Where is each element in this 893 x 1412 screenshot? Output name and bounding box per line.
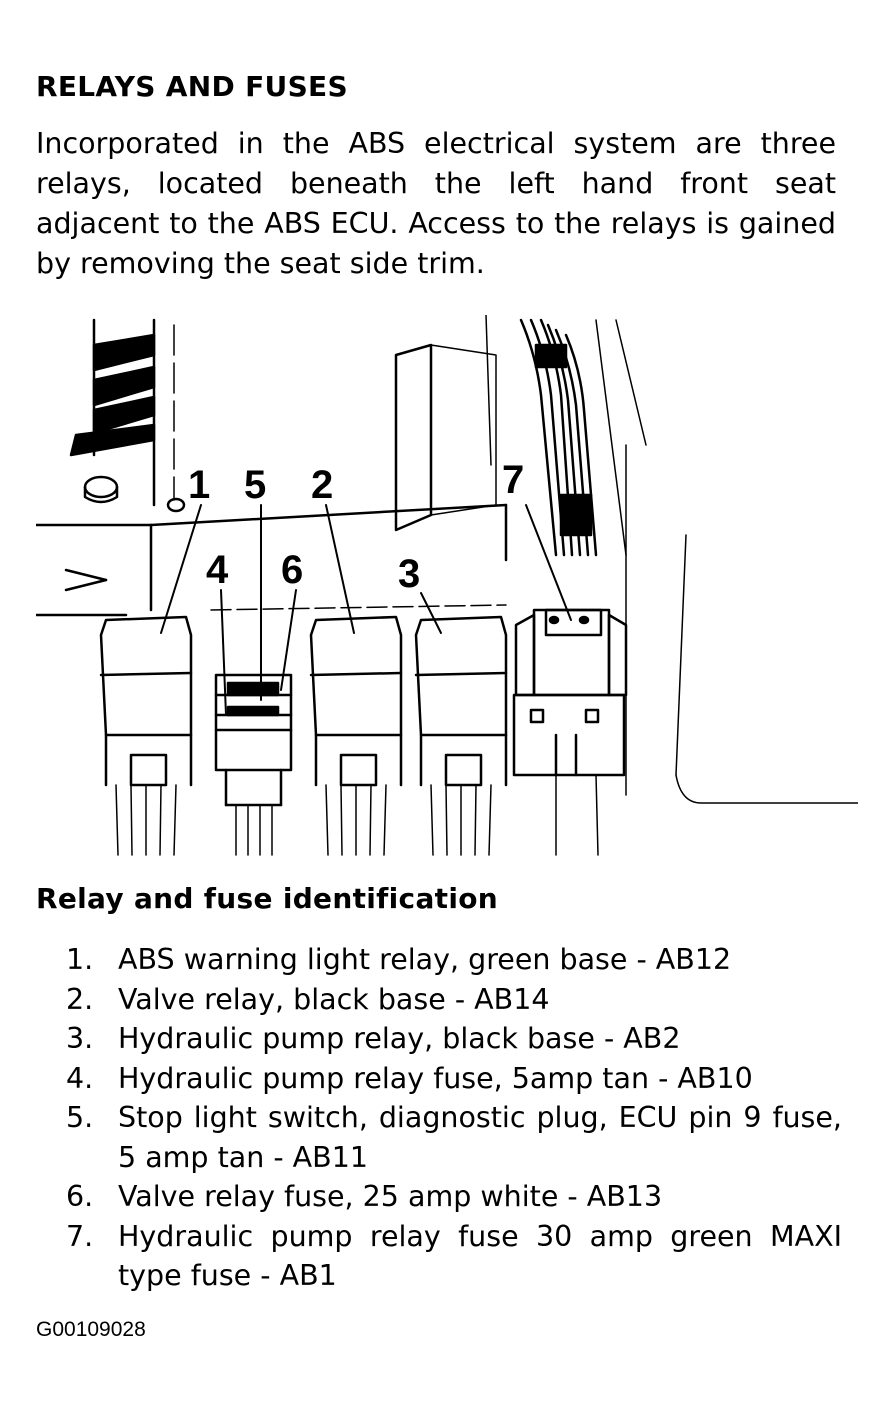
left-slatted-panel: [69, 318, 175, 507]
section-heading: RELAYS AND FUSES: [36, 70, 348, 103]
item-text: Hydraulic pump relay, black base - AB2: [118, 1022, 681, 1055]
relay-fuse-illustration: 1 5 2 7 4 6 3: [36, 315, 858, 860]
identification-heading: Relay and fuse identification: [36, 882, 498, 915]
relay-1: [99, 615, 193, 856]
list-item: 7. Hydraulic pump relay fuse 30 amp green…: [66, 1217, 842, 1296]
item-text: Stop light switch, diagnostic plug, ECU …: [118, 1101, 842, 1174]
item-number: 5.: [66, 1101, 94, 1134]
bolt-head: [83, 475, 119, 504]
figure-code: G00109028: [36, 1318, 146, 1341]
item-number: 7.: [66, 1219, 94, 1253]
relay-2: [309, 615, 403, 856]
callout-3: 3: [398, 552, 420, 596]
item-text: ABS warning light relay, green base - AB…: [118, 943, 732, 976]
relay-3: [414, 615, 508, 856]
callout-4: 4: [206, 548, 229, 592]
maxi-fuse-holder: [512, 608, 628, 856]
list-item: 2. Valve relay, black base - AB14: [66, 980, 842, 1020]
callout-leaders: [160, 504, 572, 716]
intro-paragraph: Incorporated in the ABS electrical syste…: [36, 127, 836, 280]
list-item: 5. Stop light switch, diagnostic plug, EC…: [66, 1098, 842, 1177]
list-item: 1. ABS warning light relay, green base - …: [66, 940, 842, 980]
fuse-block: [214, 673, 293, 856]
callout-6: 6: [281, 548, 303, 592]
callout-1: 1: [188, 463, 210, 507]
callout-7: 7: [502, 458, 524, 502]
list-item: 3. Hydraulic pump relay, black base - AB2: [66, 1019, 842, 1059]
item-number: 3.: [66, 1022, 94, 1055]
item-text: Hydraulic pump relay fuse, 5amp tan - AB…: [118, 1061, 753, 1095]
mounting-bracket: [394, 315, 497, 532]
wiring-harness: [519, 318, 858, 804]
item-text: Valve relay fuse, 25 amp white - AB13: [118, 1180, 663, 1213]
item-number: 6.: [66, 1180, 94, 1213]
list-item: 6. Valve relay fuse, 25 amp white - AB13: [66, 1177, 842, 1217]
item-number: 4.: [66, 1061, 94, 1095]
item-text: Valve relay, black base - AB14: [118, 982, 550, 1016]
item-number: 2.: [66, 982, 94, 1016]
list-item: 4. Hydraulic pump relay fuse, 5amp tan - …: [66, 1059, 842, 1099]
callout-5: 5: [244, 463, 266, 507]
identification-list: 1. ABS warning light relay, green base - …: [66, 940, 842, 1296]
item-text: Hydraulic pump relay fuse 30 amp green M…: [118, 1219, 842, 1293]
ecu-housing: [36, 497, 508, 617]
item-number: 1.: [66, 943, 94, 976]
callout-2: 2: [311, 463, 333, 507]
